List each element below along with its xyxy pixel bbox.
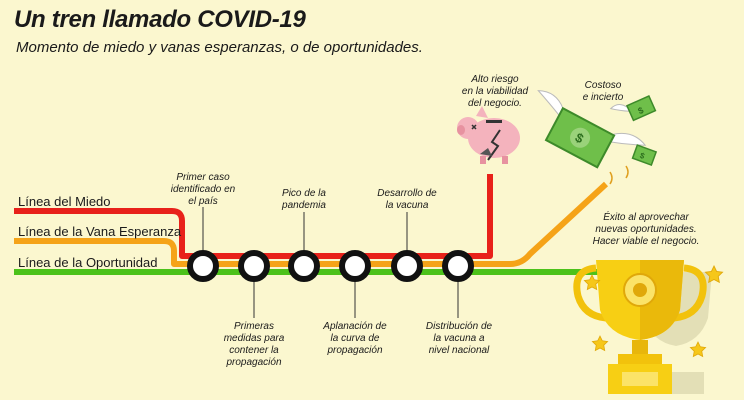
leader-lines (202, 207, 459, 318)
station-label-top: Pico de la pandemia (282, 188, 326, 211)
page-subtitle: Momento de miedo y vanas esperanzas, o d… (16, 39, 423, 56)
station (187, 250, 219, 282)
station (391, 250, 423, 282)
trophy-icon (573, 260, 707, 394)
station-label-top: Primer caso identificado en el país (170, 172, 236, 207)
outcome-opportunity-note: Éxito al aprovechar nuevas oportunidades… (592, 212, 700, 247)
station (288, 250, 320, 282)
station-label-bottom: Primeras medidas para contener la propag… (223, 321, 285, 368)
station-label-top: Desarrollo de la vacuna (377, 188, 437, 211)
line-fear (14, 174, 493, 259)
station (442, 250, 474, 282)
outcome-fear-note: Alto riesgo en la viabilidad del negocio… (461, 74, 529, 109)
flying-money-icon: $ $ $ (537, 90, 658, 185)
star-icon (583, 264, 724, 358)
station-label-bottom: Distribución de la vacuna a nivel nacion… (425, 321, 493, 356)
line-label-opportunity: Línea de la Oportunidad (18, 255, 158, 270)
station (238, 250, 270, 282)
svg-text:$: $ (636, 105, 645, 116)
broken-piggy-bank-icon (457, 106, 520, 164)
line-label-fear: Línea del Miedo (18, 194, 111, 209)
line-label-hope: Línea de la Vana Esperanza (18, 224, 182, 239)
outcome-hope-note: Costoso e incierto (582, 80, 624, 103)
station (339, 250, 371, 282)
stations (187, 250, 474, 282)
svg-text:$: $ (639, 151, 647, 161)
line-hope (14, 181, 609, 267)
station-label-bottom: Aplanación de la curva de propagación (323, 321, 387, 356)
page-title: Un tren llamado COVID-19 (14, 6, 306, 33)
